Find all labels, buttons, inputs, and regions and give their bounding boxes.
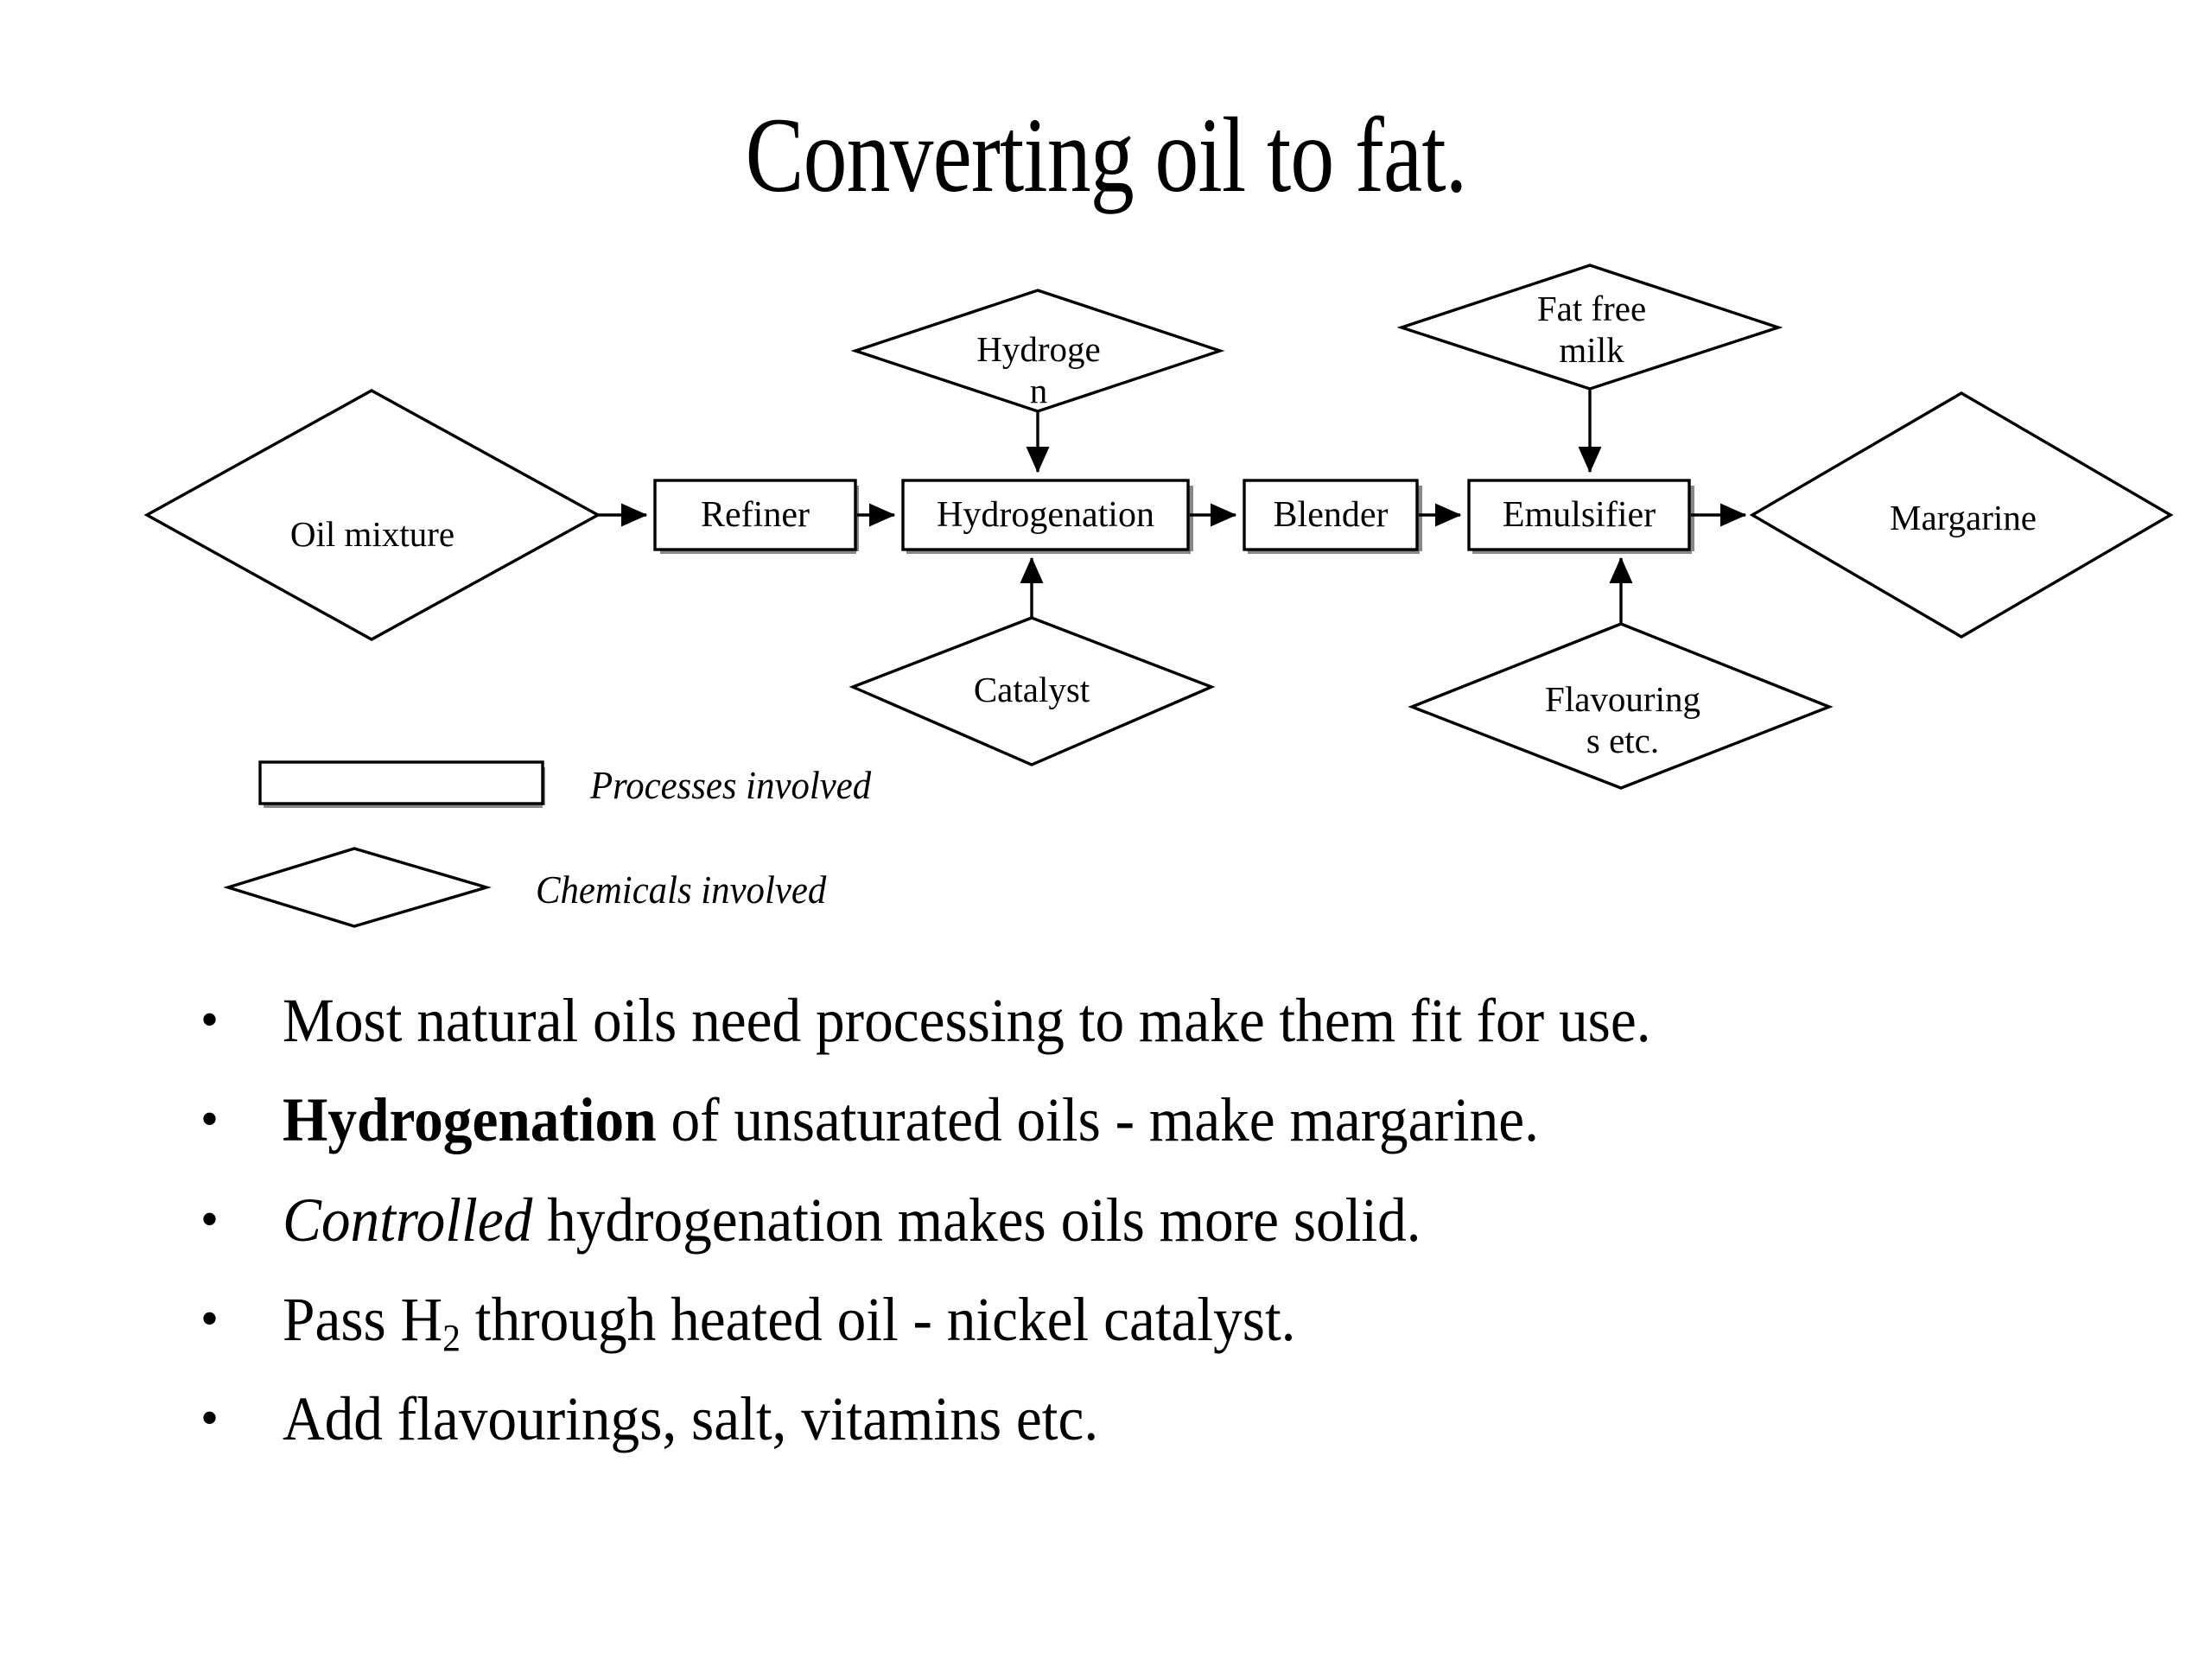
bullet-marker: • (200, 1289, 219, 1347)
bullet-marker: • (200, 1190, 219, 1248)
bullet-text: Hydrogenation of unsaturated oils - make… (283, 1085, 1539, 1155)
process-box-emulsifier (1467, 479, 1691, 551)
chemical-diamond-margarine (1749, 391, 2174, 639)
bullet-marker: • (200, 991, 219, 1048)
legend-shape-rectangle (258, 760, 544, 805)
bullet-marker: • (200, 1090, 219, 1148)
process-box-refiner (653, 479, 857, 551)
list-item: • Pass H2 through heated oil - nickel ca… (200, 1284, 2127, 1359)
legend-label-processes: Processes involved (590, 763, 872, 807)
process-box-blender (1243, 479, 1419, 551)
list-item: • Hydrogenation of unsaturated oils - ma… (200, 1085, 2127, 1155)
chemical-diamond-catalyst (849, 616, 1216, 766)
bullet-marker: • (200, 1389, 219, 1447)
bullet-text: Pass H2 through heated oil - nickel cata… (283, 1284, 1296, 1359)
chemical-diamond-flavourings (1408, 622, 1834, 790)
chemical-diamond-oil-mixture (143, 389, 601, 641)
chemical-diamond-hydrogen (850, 289, 1225, 413)
process-box-hydrogenation (901, 479, 1190, 551)
chemical-diamond-fat-free-milk (1396, 264, 1783, 391)
bullet-text: Controlled hydrogenation makes oils more… (283, 1185, 1421, 1255)
bullet-text: Most natural oils need processing to mak… (283, 986, 1651, 1055)
list-item: • Controlled hydrogenation makes oils mo… (200, 1185, 2127, 1255)
bullet-list: • Most natural oils need processing to m… (200, 988, 2127, 1486)
list-item: • Add flavourings, salt, vitamins etc. (200, 1386, 2127, 1452)
bullet-text: Add flavourings, salt, vitamins etc. (283, 1384, 1099, 1454)
process-flow-diagram (143, 264, 2174, 928)
legend-shape-diamond (223, 847, 493, 928)
legend-label-chemicals: Chemicals involved (536, 868, 827, 912)
list-item: • Most natural oils need processing to m… (200, 986, 2127, 1055)
page-title: Converting oil to fat. (745, 96, 1468, 214)
